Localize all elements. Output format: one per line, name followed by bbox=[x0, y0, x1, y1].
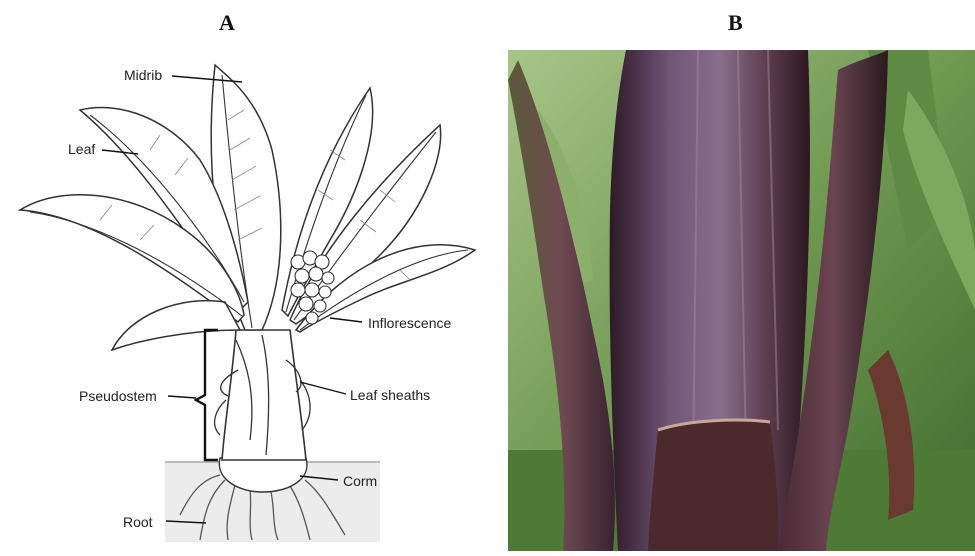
label-pseudostem: Pseudostem bbox=[79, 388, 157, 404]
cut-sheath bbox=[648, 420, 779, 551]
leaves bbox=[20, 65, 475, 350]
pseudostem-bracket bbox=[196, 330, 218, 460]
plant-diagram: Midrib Leaf Inflorescence Pseudostem Lea… bbox=[0, 40, 490, 551]
label-inflorescence: Inflorescence bbox=[368, 315, 451, 331]
label-leaf: Leaf bbox=[68, 141, 95, 157]
label-corm: Corm bbox=[343, 473, 377, 489]
label-leaf-sheaths: Leaf sheaths bbox=[350, 387, 430, 403]
panel-label-a: A bbox=[219, 10, 235, 36]
panel-label-b: B bbox=[728, 10, 743, 36]
pseudostem bbox=[222, 330, 306, 460]
label-root: Root bbox=[123, 514, 153, 530]
plant-photo bbox=[508, 50, 975, 551]
label-midrib: Midrib bbox=[124, 67, 162, 83]
